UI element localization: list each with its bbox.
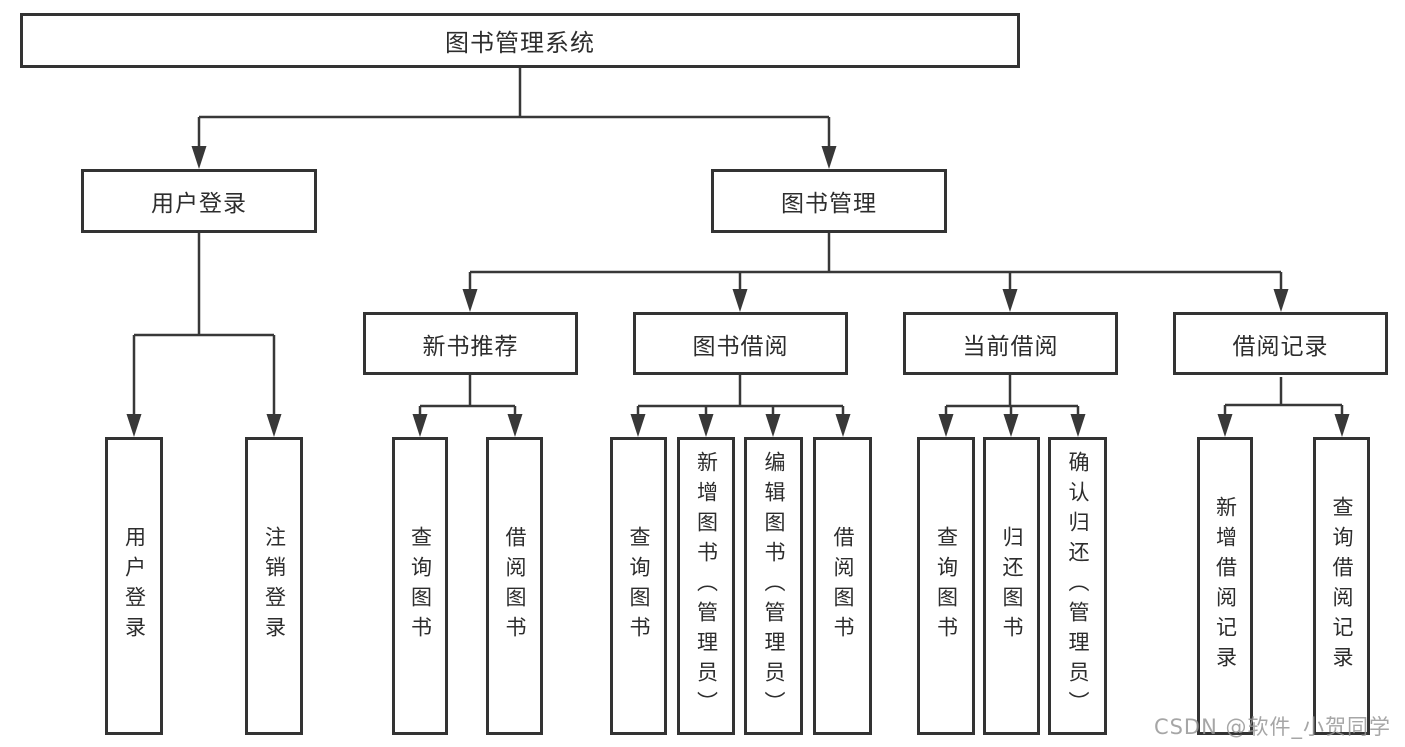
leaf-query-books-recommend: 查询图书 — [392, 437, 448, 735]
node-label: 归还图书 — [1000, 526, 1024, 646]
node-book-management: 图书管理 — [711, 169, 947, 233]
leaf-query-borrow-record: 查询借阅记录 — [1313, 437, 1370, 735]
node-label: 图书借阅 — [692, 333, 789, 360]
node-label: 用户登录 — [122, 526, 147, 646]
node-label: 图书管理 — [781, 191, 877, 217]
leaf-logout: 注销登录 — [245, 437, 303, 735]
node-label: 新增图书（管理员） — [694, 451, 719, 721]
node-library-management-system: 图书管理系统 — [20, 13, 1020, 68]
leaf-confirm-return-admin: 确认归还（管理员） — [1048, 437, 1107, 735]
node-label: 查询图书 — [934, 526, 959, 646]
node-label: 查询图书 — [627, 526, 651, 646]
node-label: 确认归还（管理员） — [1066, 451, 1090, 721]
node-label: 编辑图书（管理员） — [762, 451, 786, 721]
node-label: 查询图书 — [408, 526, 433, 646]
node-user-login: 用户登录 — [81, 169, 317, 233]
node-label: 借阅图书 — [831, 526, 855, 646]
leaf-return-books: 归还图书 — [983, 437, 1040, 735]
leaf-query-books-borrowing: 查询图书 — [610, 437, 667, 735]
node-current-borrowing: 当前借阅 — [903, 312, 1118, 375]
node-label: 借阅图书 — [503, 526, 527, 646]
leaf-user-login: 用户登录 — [105, 437, 163, 735]
arrowheads — [126, 146, 1350, 437]
leaf-add-books-admin: 新增图书（管理员） — [677, 437, 735, 735]
leaf-borrow-books: 借阅图书 — [813, 437, 872, 735]
node-label: 借阅记录 — [1232, 333, 1329, 360]
leaf-borrow-books-recommend: 借阅图书 — [486, 437, 543, 735]
node-book-borrowing: 图书借阅 — [633, 312, 848, 375]
node-label: 新书推荐 — [422, 333, 519, 360]
csdn-watermark: CSDN @软件_小贺同学 — [1153, 715, 1391, 739]
leaf-edit-books-admin: 编辑图书（管理员） — [744, 437, 803, 735]
node-borrow-records: 借阅记录 — [1173, 312, 1388, 375]
leaf-add-borrow-record: 新增借阅记录 — [1197, 437, 1253, 735]
node-label: 用户登录 — [151, 191, 247, 217]
leaf-query-books-current: 查询图书 — [917, 437, 975, 735]
node-label: 当前借阅 — [962, 333, 1059, 360]
node-label: 图书管理系统 — [445, 29, 595, 57]
node-new-book-recommend: 新书推荐 — [363, 312, 578, 375]
node-label: 查询借阅记录 — [1330, 496, 1354, 676]
node-label: 注销登录 — [262, 526, 287, 646]
node-label: 新增借阅记录 — [1213, 496, 1238, 676]
